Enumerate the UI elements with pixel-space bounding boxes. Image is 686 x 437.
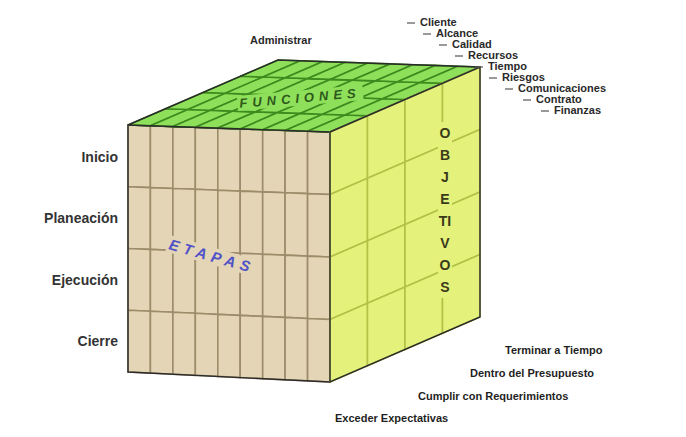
objective-label: Cumplir con Requerimientos xyxy=(418,390,568,402)
function-label: Cliente xyxy=(420,16,457,28)
stages-face xyxy=(240,315,263,378)
stages-face xyxy=(308,256,330,319)
stages-face xyxy=(173,312,195,375)
stages-face xyxy=(218,128,240,191)
stages-face xyxy=(150,249,173,312)
function-label: Tiempo xyxy=(488,60,527,72)
function-label: Finanzas xyxy=(554,104,601,116)
stage-label: Planeación xyxy=(44,210,118,226)
function-label: Alcance xyxy=(436,27,478,39)
stage-label: Ejecución xyxy=(52,272,118,288)
stages-face xyxy=(128,249,150,312)
function-label: Recursos xyxy=(468,49,518,61)
stages-face xyxy=(218,314,240,377)
stages-face xyxy=(263,130,285,193)
dash-mark xyxy=(423,33,431,34)
stages-face xyxy=(218,190,240,253)
function-label: Calidad xyxy=(452,38,492,50)
stages-face xyxy=(195,313,218,376)
stages-face xyxy=(195,127,218,190)
objectives-face xyxy=(330,303,368,382)
dash-mark xyxy=(489,77,497,78)
stages-face xyxy=(285,130,308,193)
objectives-face-outline xyxy=(330,67,480,382)
stages-face xyxy=(173,127,195,190)
function-label: Comunicaciones xyxy=(518,82,606,94)
stages-face xyxy=(285,193,308,256)
stages-face xyxy=(150,311,173,374)
stages-face xyxy=(240,191,263,254)
stages-face xyxy=(285,255,308,318)
stages-face xyxy=(128,310,150,373)
objectives-face xyxy=(368,287,406,366)
function-label: Riesgos xyxy=(502,71,545,83)
function-label: Contrato xyxy=(536,93,582,105)
objective-label: Exceder Expectativas xyxy=(335,412,448,424)
stages-face-outline xyxy=(128,125,330,382)
objective-label: Dentro del Presupuesto xyxy=(470,367,594,379)
stages-face xyxy=(285,317,308,381)
dash-mark xyxy=(523,99,531,100)
stages-face xyxy=(308,131,330,194)
stage-label: Inicio xyxy=(81,149,118,165)
stages-face xyxy=(173,250,195,313)
dash-mark xyxy=(439,44,447,45)
objectives-face xyxy=(405,271,443,350)
stages-face xyxy=(128,125,150,188)
stages-face xyxy=(308,319,330,383)
stage-label: Cierre xyxy=(78,333,118,349)
dash-mark xyxy=(455,55,463,56)
stages-face xyxy=(263,254,285,317)
dash-mark xyxy=(407,22,415,23)
dash-mark xyxy=(475,66,483,67)
function-label: Administrar xyxy=(250,34,312,46)
stages-face xyxy=(263,316,285,379)
stages-face xyxy=(128,187,150,250)
stages-face xyxy=(240,129,263,192)
stages-face xyxy=(308,194,330,257)
axis-title: OBJETIVOS xyxy=(438,122,452,298)
dash-mark xyxy=(541,110,549,111)
stages-face xyxy=(150,126,173,189)
dash-mark xyxy=(505,88,513,89)
objective-label: Terminar a Tiempo xyxy=(505,344,602,356)
stages-face xyxy=(263,192,285,255)
